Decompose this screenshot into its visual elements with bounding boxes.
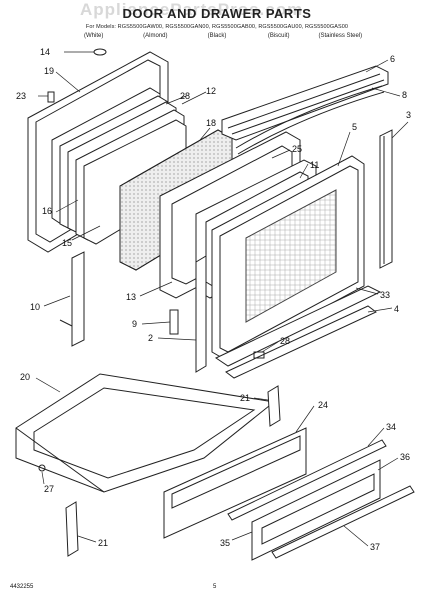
- callout-6: 6: [390, 54, 395, 64]
- color-black: (Black): [207, 33, 227, 39]
- callout-34: 34: [386, 422, 396, 432]
- callout-18: 18: [206, 118, 216, 128]
- callout-21-upper: 21: [240, 393, 250, 403]
- callout-33: 33: [380, 290, 390, 300]
- door-handle: [235, 85, 385, 155]
- callout-19: 19: [44, 66, 54, 76]
- color-almond: (Almond): [143, 33, 168, 39]
- watermark: AppliancePartsPros.com: [80, 0, 304, 19]
- callout-28-upper: 28: [180, 91, 190, 101]
- drawer-trim-pieces: [227, 439, 387, 561]
- diagram-title: DOOR AND DRAWER PARTS: [122, 6, 312, 21]
- callout-24: 24: [318, 400, 328, 410]
- callout-leader-lines: [35, 51, 409, 547]
- callout-27: 27: [44, 484, 54, 494]
- drawer-front-panel: [163, 427, 307, 539]
- drawer-bottom-trim: [271, 485, 415, 559]
- outer-door-panel: [211, 155, 365, 361]
- callout-35: 35: [220, 538, 230, 548]
- callout-14: 14: [40, 47, 50, 57]
- callout-25: 25: [292, 144, 302, 154]
- callout-3: 3: [406, 110, 411, 120]
- drawer-screw: [38, 464, 46, 472]
- callout-9: 9: [132, 319, 137, 329]
- document-number: 4432255: [10, 584, 34, 590]
- callout-4: 4: [394, 304, 399, 314]
- callout-8: 8: [402, 90, 407, 100]
- storage-drawer: [15, 373, 276, 493]
- callout-16: 16: [42, 206, 52, 216]
- callout-36: 36: [400, 452, 410, 462]
- color-stainless: (Stainless Steel): [318, 33, 363, 39]
- callout-23: 23: [16, 91, 26, 101]
- door-side-strip: [195, 255, 207, 373]
- door-spacer: [169, 309, 179, 335]
- color-white: (White): [83, 33, 104, 39]
- side-trim-right: [379, 129, 393, 269]
- door-hinge-left: [59, 251, 85, 347]
- color-list: (White) (Almond) (Black) (Biscuit) (Stai…: [0, 33, 434, 39]
- callout-10: 10: [30, 302, 40, 312]
- callout-13: 13: [126, 292, 136, 302]
- control-panel-trim: [221, 65, 389, 141]
- door-bottom-trim: [214, 285, 382, 379]
- callout-37: 37: [370, 542, 380, 552]
- door-glass-layers: [51, 87, 187, 245]
- page-number: 5: [213, 584, 217, 590]
- callout-15: 15: [62, 238, 72, 248]
- callout-21-lower: 21: [98, 538, 108, 548]
- callout-20: 20: [20, 372, 30, 382]
- callout-12: 12: [206, 86, 216, 96]
- callout-2: 2: [148, 333, 153, 343]
- drawer-slide-lower: [65, 501, 79, 557]
- color-biscuit: (Biscuit): [267, 33, 290, 39]
- model-list: For Models: RGS5500GAW00, RGS5500GAN00, …: [85, 24, 349, 30]
- callout-28-lower: 28: [280, 336, 290, 346]
- drawer-slide-upper: [267, 385, 281, 427]
- callout-11: 11: [310, 160, 319, 170]
- callout-5: 5: [352, 122, 357, 132]
- callout-labels: 14 19 23 28 12 18 6 8 3 5 25 11 15 16 13…: [16, 47, 411, 552]
